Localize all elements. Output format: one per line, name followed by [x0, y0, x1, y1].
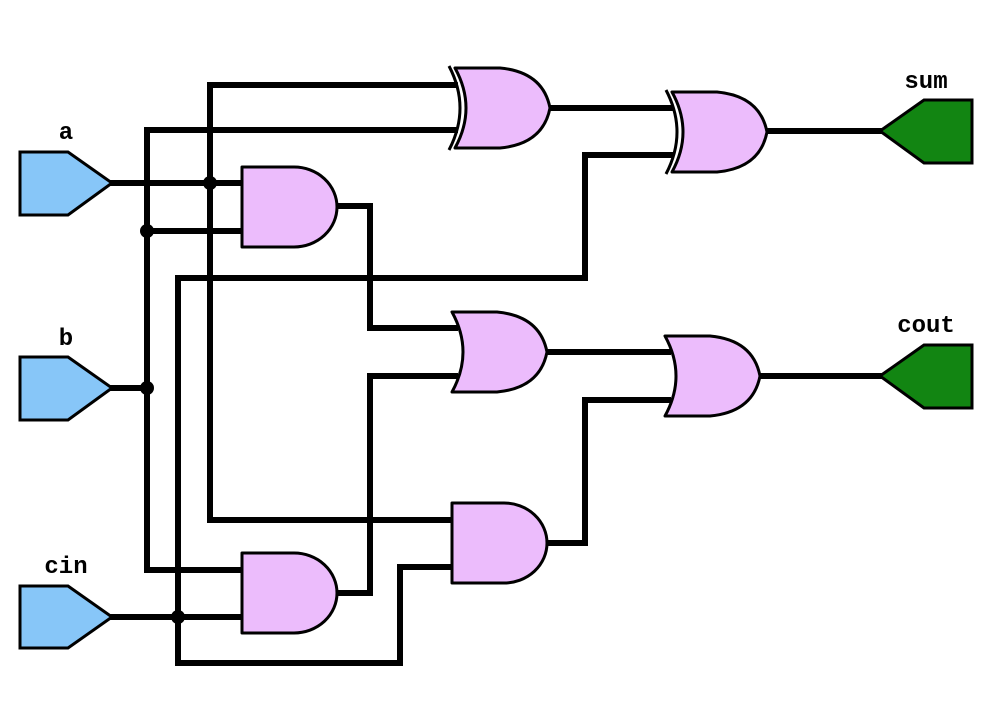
input-b-label: b	[59, 326, 73, 353]
output-port-sum[interactable]: sum	[877, 69, 974, 165]
input-port-cin[interactable]: cin	[18, 554, 115, 650]
or-gate-2[interactable]	[663, 334, 762, 418]
and-gate-1[interactable]	[240, 165, 339, 249]
output-cout-label: cout	[897, 313, 955, 340]
output-port-cout[interactable]: cout	[877, 313, 974, 410]
wire-b-bus	[144, 127, 458, 573]
xor-gate-2[interactable]	[664, 89, 769, 175]
junction-b-port	[140, 381, 154, 395]
or-gate-1[interactable]	[450, 310, 549, 394]
wire-and1-to-or1	[334, 203, 458, 331]
input-a-label: a	[59, 120, 73, 147]
wire-a-bus	[207, 82, 458, 523]
wires	[109, 82, 883, 666]
output-sum-label: sum	[904, 69, 947, 96]
input-port-a[interactable]: a	[18, 120, 115, 217]
input-cin-shape	[18, 584, 115, 650]
wire-cin-to-xor2	[175, 152, 673, 666]
output-cout-shape	[877, 343, 974, 410]
xor-gate-1[interactable]	[447, 65, 552, 151]
junctions	[140, 176, 217, 624]
junction-b-and1	[140, 224, 154, 238]
input-a-shape	[18, 150, 115, 217]
wire-and2-to-or2	[542, 397, 671, 546]
input-b-shape	[18, 355, 115, 422]
output-sum-shape	[877, 98, 974, 165]
and-gate-2[interactable]	[450, 501, 549, 585]
wire-and3-to-or1	[334, 373, 458, 596]
junction-cin	[171, 610, 185, 624]
junction-a	[203, 176, 217, 190]
and-gate-3[interactable]	[240, 551, 339, 635]
input-cin-label: cin	[44, 554, 87, 581]
input-port-b[interactable]: b	[18, 326, 115, 422]
